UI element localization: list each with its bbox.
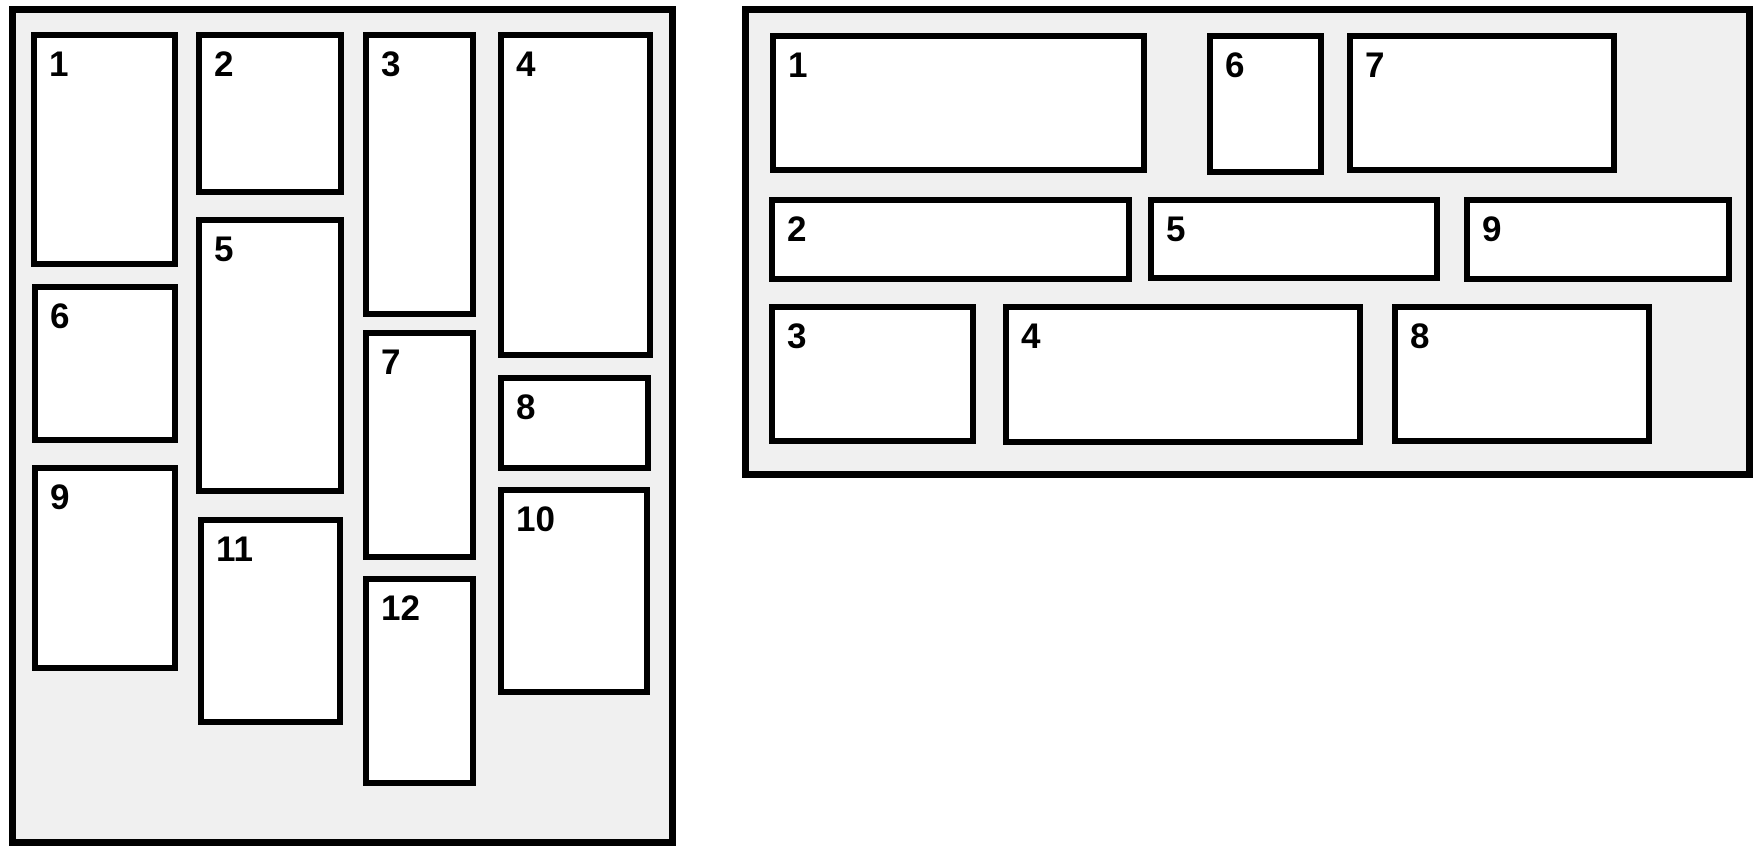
masonry-item-8: 8	[1392, 304, 1652, 444]
masonry-item-11: 11	[198, 517, 343, 725]
masonry-item-1: 1	[31, 32, 178, 267]
masonry-item-7: 7	[363, 330, 476, 560]
horizontal-masonry-panel: 1 6 7 2 5 9 3 4 8	[742, 6, 1753, 478]
masonry-item-3: 3	[769, 304, 976, 444]
masonry-item-9: 9	[32, 465, 178, 671]
masonry-item-8: 8	[498, 375, 651, 471]
masonry-item-10: 10	[498, 487, 650, 695]
masonry-item-6: 6	[32, 284, 178, 443]
masonry-item-5: 5	[1148, 197, 1440, 281]
masonry-item-9: 9	[1464, 197, 1732, 282]
masonry-item-2: 2	[769, 197, 1132, 282]
masonry-item-4: 4	[498, 32, 653, 358]
vertical-masonry-panel: 1 2 3 4 5 6 7 8 9 10 11 12	[9, 6, 676, 846]
masonry-item-2: 2	[196, 32, 344, 195]
masonry-item-4: 4	[1003, 304, 1363, 445]
masonry-item-1: 1	[770, 33, 1147, 173]
masonry-item-12: 12	[363, 576, 476, 786]
masonry-item-3: 3	[363, 32, 476, 317]
masonry-item-6: 6	[1207, 33, 1324, 175]
masonry-item-7: 7	[1347, 33, 1617, 173]
masonry-item-5: 5	[196, 217, 344, 494]
